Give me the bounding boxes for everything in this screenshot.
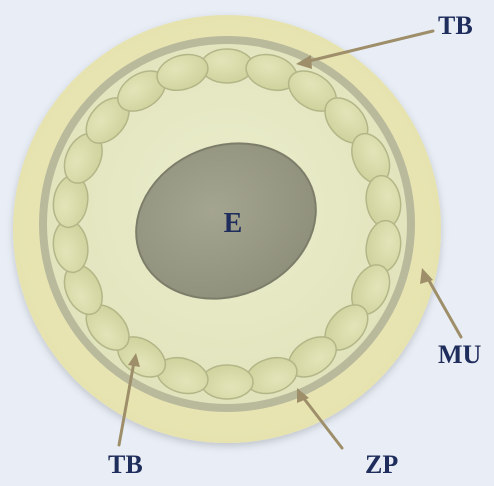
embryo-label: E bbox=[224, 208, 243, 239]
trophoblast-cell bbox=[201, 365, 253, 399]
arrow-mu bbox=[427, 277, 461, 337]
label-mu: MU bbox=[438, 340, 482, 369]
label-zp: ZP bbox=[365, 450, 398, 479]
label-tb-bottom: TB bbox=[108, 450, 143, 479]
trophoblast-cell bbox=[201, 49, 253, 83]
label-tb-top: TB bbox=[438, 11, 473, 40]
